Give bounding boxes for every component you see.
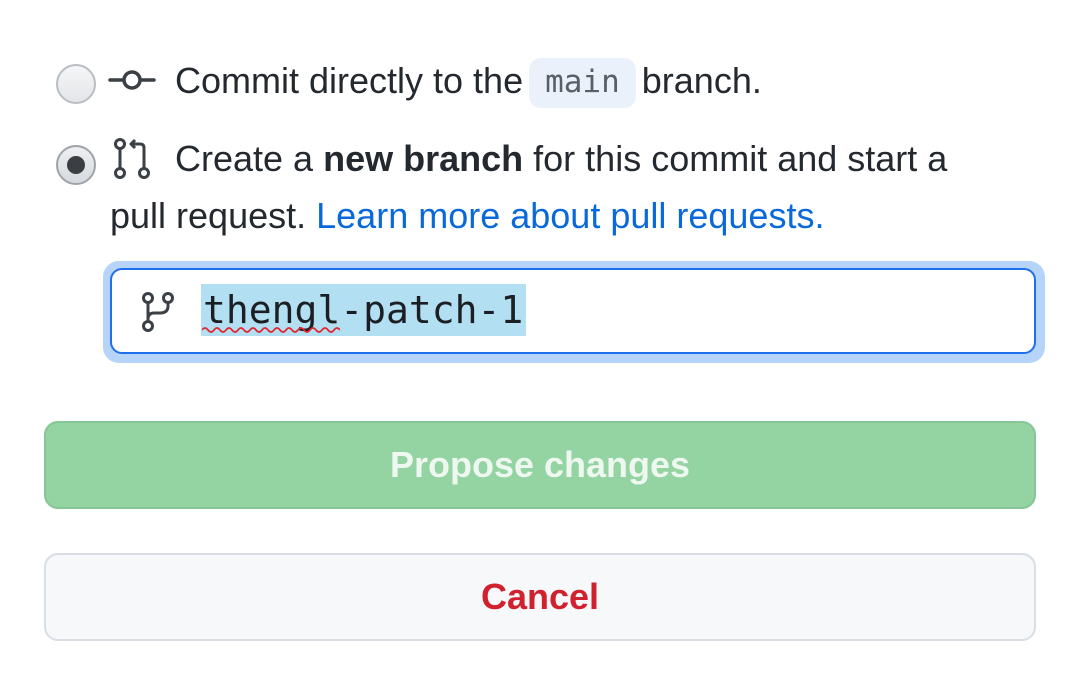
git-branch-icon bbox=[142, 292, 174, 332]
branch-name-value[interactable]: thengl-patch-1 bbox=[201, 284, 527, 336]
new-branch-bold: new branch bbox=[323, 138, 524, 179]
new-branch-prefix: Create a bbox=[175, 138, 314, 179]
branch-name-pill: main bbox=[529, 58, 636, 108]
radio-commit-directly[interactable] bbox=[56, 64, 96, 104]
new-branch-label-line2: pull request. Learn more about pull requ… bbox=[110, 194, 824, 238]
new-branch-suffix: for this commit and start a bbox=[533, 138, 948, 179]
radio-new-branch[interactable] bbox=[56, 145, 96, 185]
propose-changes-button[interactable]: Propose changes bbox=[44, 421, 1036, 509]
spellcheck-underline bbox=[202, 327, 340, 333]
commit-directly-suffix: branch. bbox=[641, 60, 762, 101]
git-commit-icon bbox=[108, 70, 156, 90]
new-branch-label-line1: Create a new branch for this commit and … bbox=[175, 137, 947, 181]
cancel-button[interactable]: Cancel bbox=[44, 553, 1036, 641]
new-branch-line2: pull request. bbox=[110, 195, 307, 236]
learn-more-link[interactable]: Learn more about pull requests. bbox=[316, 195, 825, 236]
commit-directly-prefix: Commit directly to the bbox=[175, 60, 524, 101]
git-pull-request-icon bbox=[114, 138, 150, 179]
